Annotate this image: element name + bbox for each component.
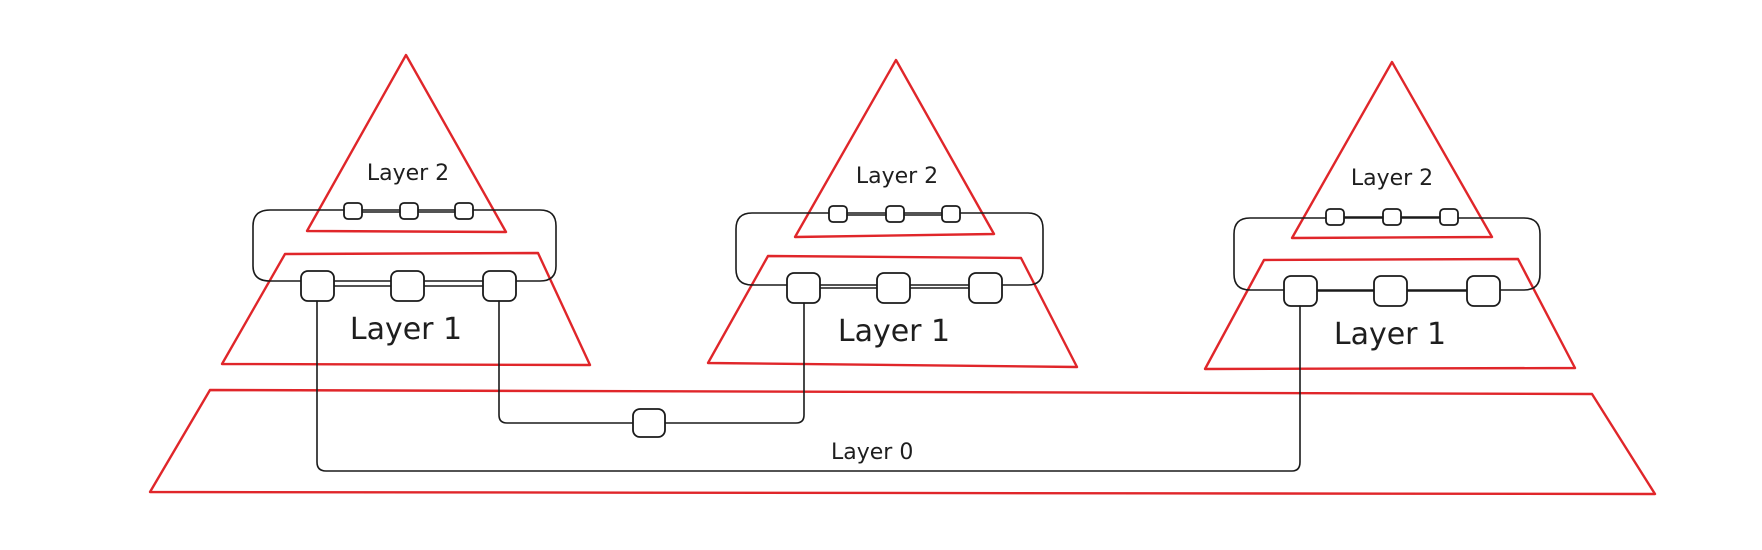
cluster-3-layer-2-node-1 <box>1325 208 1345 226</box>
cluster-3-layer-2-node-2 <box>1382 208 1402 226</box>
cluster-2-layer-2-node-1 <box>828 205 848 223</box>
cluster-1-layer-2-node-2 <box>399 202 419 220</box>
cluster-2-layer-2-triangle <box>793 58 996 239</box>
cluster-3-enclosure <box>1233 217 1541 291</box>
cluster-2-layer-2-node-3 <box>941 205 961 223</box>
cluster-2-layer-1-node-3 <box>968 272 1003 304</box>
layer-0-label: Layer 0 <box>831 440 913 465</box>
cluster-1-layer-2-label: Layer 2 <box>367 161 449 186</box>
cluster-1-layer-2-node-1 <box>343 202 363 220</box>
cluster-2-layer-1-node-2 <box>876 272 911 304</box>
cluster-2-layer-2-node-2 <box>885 205 905 223</box>
connection-cluster-1-to-cluster-3 <box>316 300 1301 472</box>
cluster-1-layer-1-label: Layer 1 <box>350 312 462 347</box>
cluster-3-layer-1-node-3 <box>1466 275 1501 307</box>
layer-0-outline <box>148 388 1657 496</box>
cluster-2-layer-1-node-1 <box>786 272 821 304</box>
cluster-3-layer-2-node-3 <box>1439 208 1459 226</box>
cluster-1-layer-1-node-2 <box>390 270 425 302</box>
cluster-1-layer-1-node-1 <box>300 270 335 302</box>
cluster-3: Layer 2 Layer 1 <box>1203 60 1577 371</box>
cluster-2-layer-2-label: Layer 2 <box>856 164 938 189</box>
layer-0-node <box>632 408 666 438</box>
cluster-3-layer-1-node-2 <box>1373 275 1408 307</box>
cluster-2: Layer 2 Layer 1 <box>706 58 1079 369</box>
connection-layer-0-node-to-cluster-2 <box>664 302 805 424</box>
cluster-2-enclosure <box>735 212 1044 286</box>
cluster-1: Layer 2 Layer 1 <box>220 53 592 367</box>
layer-0-connections <box>316 300 1301 472</box>
cluster-1-layer-2-triangle <box>305 53 508 234</box>
cluster-3-layer-1-trapezoid <box>1203 257 1577 371</box>
cluster-1-layer-1-node-3 <box>482 270 517 302</box>
cluster-3-layer-1-label: Layer 1 <box>1334 317 1446 352</box>
cluster-2-layer-1-label: Layer 1 <box>838 314 950 349</box>
cluster-3-layer-2-label: Layer 2 <box>1351 166 1433 191</box>
cluster-3-layer-2-triangle <box>1290 60 1494 240</box>
cluster-2-layer-1-trapezoid <box>706 254 1079 369</box>
cluster-3-layer-1-node-1 <box>1283 275 1318 307</box>
cluster-1-layer-2-node-3 <box>454 202 474 220</box>
layer-0: Layer 0 <box>148 388 1657 496</box>
cluster-1-layer-1-trapezoid <box>220 251 592 367</box>
cluster-1-enclosure <box>252 209 557 282</box>
connection-cluster-1-to-layer-0-node <box>498 300 634 424</box>
